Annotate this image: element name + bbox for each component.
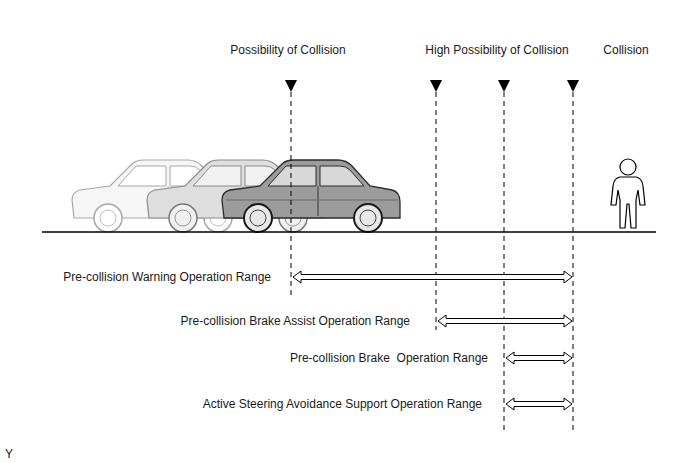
range-arrows (293, 271, 572, 410)
pedestrian (611, 159, 645, 228)
event-label: Possibility of Collision (230, 43, 345, 57)
car-front (222, 160, 400, 232)
figure-code: Y (5, 447, 13, 461)
marker-triangles (285, 80, 579, 92)
event-label: High Possibility of Collision (425, 43, 568, 57)
range-label: Pre-collision Brake Operation Range (290, 351, 488, 365)
ground-line (42, 231, 656, 233)
event-label: Collision (603, 43, 648, 57)
range-label: Pre-collision Warning Operation Range (63, 270, 271, 284)
timeline-markers (291, 92, 573, 430)
range-label: Pre-collision Brake Assist Operation Ran… (181, 314, 410, 328)
range-label: Active Steering Avoidance Support Operat… (203, 397, 482, 411)
